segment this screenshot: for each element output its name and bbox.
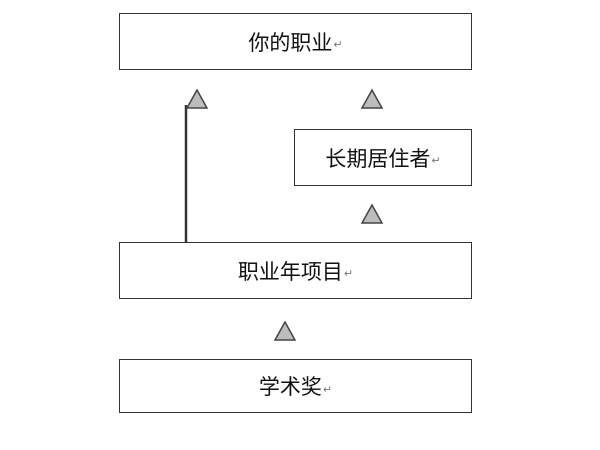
- return-mark-icon: ↵: [431, 154, 441, 167]
- box-label: 学术奖: [258, 375, 322, 399]
- box-your-career: 你的职业↵: [119, 13, 472, 70]
- return-mark-icon: ↵: [322, 382, 333, 396]
- arrow-up-icon: [360, 88, 384, 109]
- box-label: 长期居住者: [325, 146, 431, 171]
- arrow-up-icon: [360, 203, 384, 224]
- box-label: 你的职业: [248, 30, 333, 55]
- box-long-term-resident: 长期居住者↵: [294, 129, 472, 186]
- arrow-up-icon: [273, 320, 297, 341]
- arrow-up-icon: [185, 88, 209, 109]
- box-label: 职业年项目: [237, 259, 343, 284]
- box-scholarship: 学术奖↵: [119, 359, 472, 413]
- box-career-year-program: 职业年项目↵: [119, 242, 472, 299]
- return-mark-icon: ↵: [333, 38, 343, 51]
- return-mark-icon: ↵: [343, 267, 354, 280]
